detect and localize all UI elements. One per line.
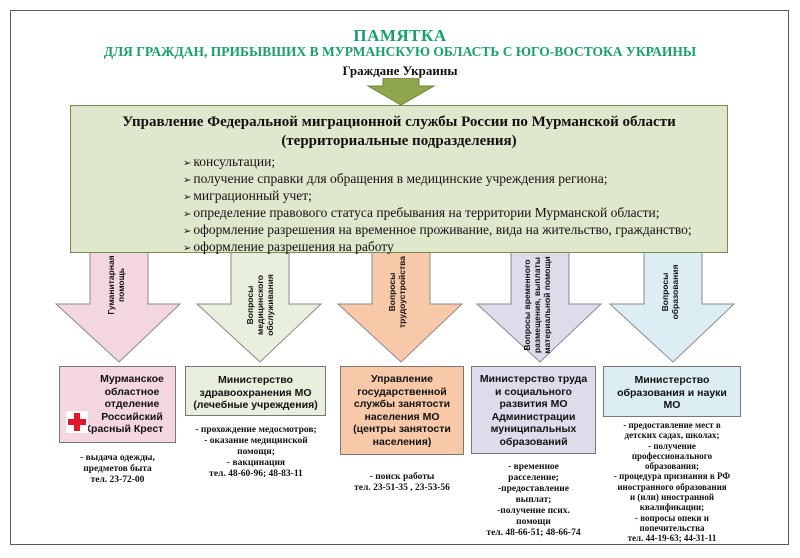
bullet-arrow-icon: ➢ — [183, 226, 192, 237]
service-item: ➢оформление разрешения на работу — [183, 239, 394, 254]
fms-title: Управление Федеральной миграционной служ… — [122, 114, 676, 130]
notes-health-ministry: - прохождение медосмотров;- оказание мед… — [195, 425, 317, 479]
page-border — [10, 10, 789, 545]
arrow-humanitarian-aid — [54, 252, 182, 363]
service-item: ➢миграционный учет; — [183, 188, 312, 203]
service-item: ➢определение правового статуса пребывани… — [183, 205, 660, 220]
bullet-arrow-icon: ➢ — [183, 243, 192, 254]
bullet-arrow-icon: ➢ — [183, 209, 192, 220]
fms-subtitle: (территориальные подразделения) — [281, 133, 517, 149]
bullet-arrow-icon: ➢ — [183, 158, 192, 169]
service-item: ➢оформление разрешения на временное прож… — [183, 222, 692, 237]
bullet-arrow-icon: ➢ — [183, 175, 192, 186]
bullet-arrow-icon: ➢ — [183, 192, 192, 203]
fms-main-box: Управление Федеральной миграционной служ… — [70, 105, 728, 254]
audience-label: Граждане Украины — [342, 63, 458, 78]
page-subtitle: ДЛЯ ГРАЖДАН, ПРИБЫВШИХ В МУРМАНСКУЮ ОБЛА… — [103, 44, 697, 59]
arrow-education — [608, 252, 736, 363]
page-title: ПАМЯТКА — [353, 26, 447, 45]
arrow-medical — [195, 252, 323, 363]
arrow-housing — [475, 252, 603, 363]
service-item: ➢получение справки для обращения в медиц… — [183, 171, 608, 186]
red-cross-icon — [66, 411, 88, 433]
down-arrow-icon — [366, 78, 436, 106]
service-item: ➢консультации; — [183, 154, 276, 169]
arrow-employment — [336, 252, 464, 363]
